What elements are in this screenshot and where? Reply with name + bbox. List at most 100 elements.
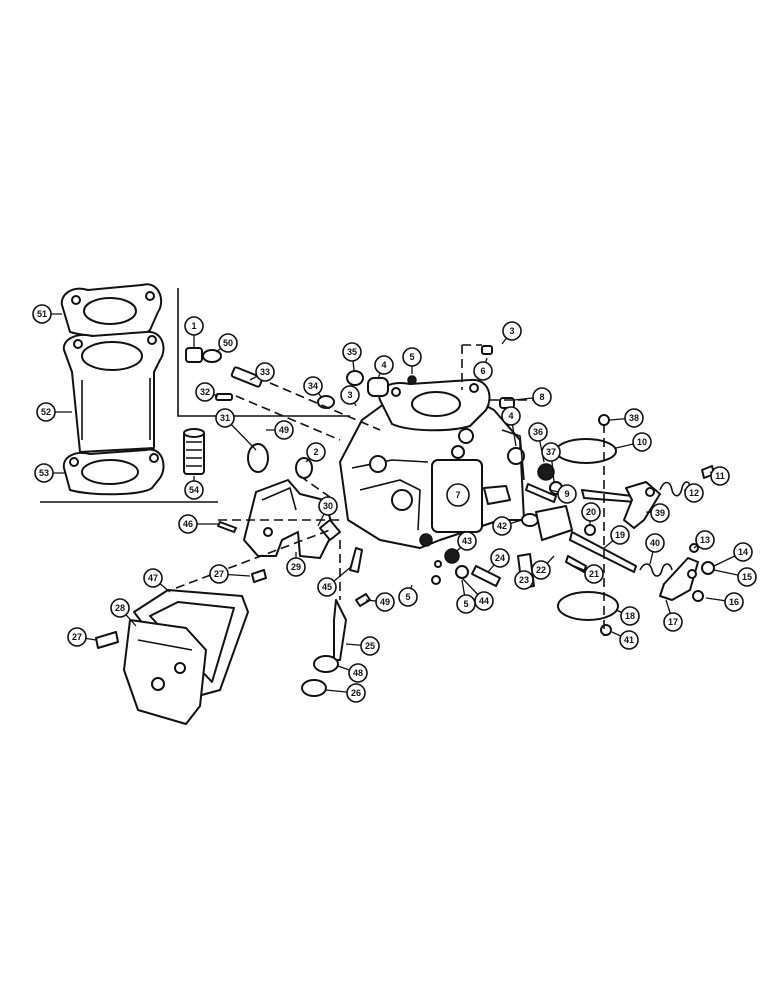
callout-number: 25 [365,641,375,651]
callout-number: 16 [729,597,739,607]
callout-circle [490,548,510,568]
callout-number: 10 [637,437,647,447]
callout-number: 54 [189,485,199,495]
callout-c35: 35 [342,342,362,362]
callout-number: 1 [191,321,196,331]
callout-number: 28 [115,603,125,613]
callout-circle [374,355,394,375]
callout-circle [184,316,204,336]
callout-circle [492,516,512,536]
callout-c22: 22 [531,560,551,580]
callout-number: 5 [405,592,410,602]
callout-circle [632,432,652,452]
callout-number: 53 [39,468,49,478]
callout-circle [215,408,235,428]
callout-number: 33 [260,367,270,377]
callout-number: 44 [479,596,489,606]
callout-c26: 26 [346,683,366,703]
callout-circle [645,533,665,553]
callout-c41: 41 [619,630,639,650]
callout-number: 27 [214,569,224,579]
callout-number: 49 [380,597,390,607]
callout-c32: 32 [195,382,215,402]
sleeve-part [183,428,205,475]
callout-c51: 51 [32,304,52,324]
callout-circle [620,606,640,626]
callout-c7: 7 [446,483,470,507]
callout-c8: 8 [532,387,552,407]
callout-circle [532,387,552,407]
callout-number: 18 [625,611,635,621]
callout-number: 23 [519,575,529,585]
callout-circle [32,304,52,324]
choke-shaft-part [581,481,661,529]
callout-c6: 6 [473,361,493,381]
callout-number: 8 [539,392,544,402]
callout-number: 17 [668,617,678,627]
callout-number: 34 [308,381,318,391]
callout-circle [710,466,730,486]
callout-c11: 11 [710,466,730,486]
throttle-shaft-part [569,531,637,573]
callout-number: 26 [351,688,361,698]
callout-number: 39 [655,508,665,518]
callout-c47: 47 [143,568,163,588]
inset-frame [40,288,350,503]
callout-circle [360,636,380,656]
callout-circle [446,483,470,507]
callout-c42: 42 [492,516,512,536]
callout-number: 3 [347,390,352,400]
upper-gasket-part [60,283,163,338]
callout-c49a: 49 [274,420,294,440]
callout-circle [318,496,338,516]
spacer-body-part [62,330,165,453]
callout-circle [528,422,548,442]
callout-circle [342,342,362,362]
callout-circle [398,587,418,607]
callout-number: 9 [564,489,569,499]
callout-circle [274,420,294,440]
callout-number: 51 [37,309,47,319]
callout-circle [255,362,275,382]
callout-c27a: 27 [209,564,229,584]
callout-number: 24 [495,553,505,563]
callout-number: 30 [323,501,333,511]
callout-number: 21 [589,569,599,579]
callout-number: 14 [738,547,748,557]
callout-number: 22 [536,565,546,575]
callout-c52: 52 [36,402,56,422]
callout-c14: 14 [733,542,753,562]
callout-c37: 37 [541,442,561,462]
callout-circle [143,568,163,588]
callout-number: 2 [313,447,318,457]
callout-number: 13 [700,535,710,545]
callout-circle [684,483,704,503]
throttle-disc-part [557,591,619,621]
callout-number: 40 [650,538,660,548]
callout-circle [473,361,493,381]
callout-circle [650,503,670,523]
callout-c33: 33 [255,362,275,382]
callout-circle [610,525,630,545]
callout-number: 43 [462,536,472,546]
callout-circle [317,577,337,597]
callout-number: 15 [742,572,752,582]
callout-circle [184,480,204,500]
callout-number: 5 [409,352,414,362]
callout-c40: 40 [645,533,665,553]
callout-circle [557,484,577,504]
callout-circle [541,442,561,462]
callouts: 5152535415032333149234353453684363738107… [32,304,757,703]
callout-c21: 21 [584,564,604,584]
callout-c3a: 3 [340,385,360,405]
callout-number: 35 [347,347,357,357]
callout-c15: 15 [737,567,757,587]
callout-circle [348,663,368,683]
callout-c4b: 4 [501,406,521,426]
callout-circle [286,557,306,577]
callout-c31: 31 [215,408,235,428]
callout-circle [67,627,87,647]
callout-circle [340,385,360,405]
callout-circle [584,564,604,584]
